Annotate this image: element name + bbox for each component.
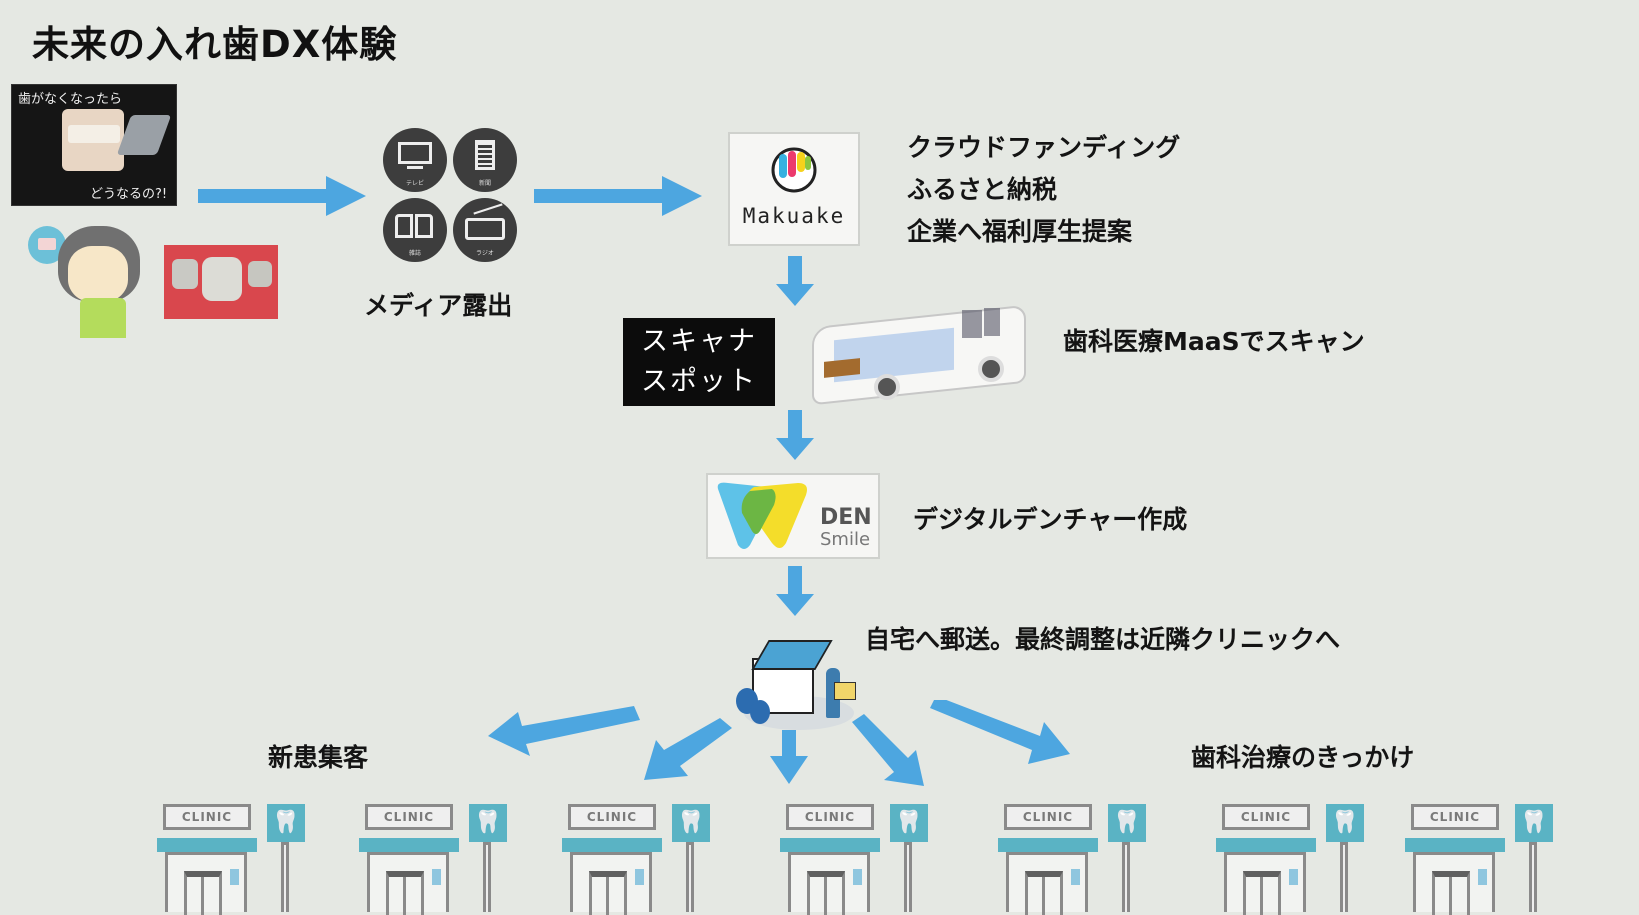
magazine-icon: 雑誌 (383, 198, 447, 262)
page-title: 未来の入れ歯DX体験 (32, 23, 398, 66)
media-exposure-label: メディア露出 (364, 291, 513, 320)
tooth-icon: 🦷 (1108, 804, 1146, 842)
tooth-icon: 🦷 (469, 804, 507, 842)
newspaper-icon: 新聞 (453, 128, 517, 192)
tooth-icon: 🦷 (1326, 804, 1364, 842)
woman-face (68, 246, 128, 302)
package-icon (834, 682, 856, 700)
tv-icon: テレビ (383, 128, 447, 192)
clinic-building: CLINIC 🦷 (1405, 804, 1565, 915)
tooth-icon: 🦷 (890, 804, 928, 842)
clinic-sign: CLINIC (1222, 804, 1310, 830)
den-smile-text-den: DEN (820, 505, 872, 530)
photo-caption-bottom: どうなるの?! (90, 187, 168, 202)
arrow-right-to-funding (534, 176, 702, 216)
makuake-mark-icon (771, 147, 817, 193)
den-smile-text-smile: Smile (820, 529, 871, 550)
woman-body (80, 298, 126, 338)
scanner-spot-box: スキャナ スポット (623, 318, 775, 406)
clinic-sign: CLINIC (786, 804, 874, 830)
arrow-right-to-media (198, 176, 366, 216)
clinic-building: CLINIC 🦷 (359, 804, 519, 915)
dental-maas-scan-label: 歯科医療MaaSでスキャン (1063, 327, 1365, 356)
clinic-building: CLINIC 🦷 (562, 804, 722, 915)
arrow-down-to-home (776, 566, 814, 616)
arrow-far-left (488, 706, 640, 756)
clinic-door (386, 871, 424, 915)
distribution-arrows (488, 700, 1070, 786)
den-smile-logo: DEN Smile (706, 473, 880, 559)
clinic-sign: CLINIC (1411, 804, 1499, 830)
arrow-down-to-denture (776, 410, 814, 460)
dental-treatment-trigger-label: 歯科治療のきっかけ (1191, 743, 1415, 772)
new-patient-acquisition-label: 新患集客 (268, 743, 369, 772)
home-delivery-illustration (734, 636, 868, 732)
clinic-sign: CLINIC (568, 804, 656, 830)
den-smile-mark-icon (717, 482, 807, 549)
jaw-hinge-shape (116, 115, 172, 155)
delivery-label: 自宅へ郵送。最終調整は近隣クリニックへ (865, 625, 1341, 654)
clinic-building: CLINIC 🦷 (157, 804, 317, 915)
dental-bus-illustration (812, 300, 1034, 412)
worried-woman-illustration (26, 224, 156, 339)
radio-icon: ラジオ (453, 198, 517, 262)
funding-line-hometown-tax: ふるさと納税 (907, 175, 1058, 204)
arrow-down-to-scan (776, 256, 814, 306)
arrow-center (770, 730, 808, 784)
clinic-building: CLINIC 🦷 (1216, 804, 1376, 915)
clinic-door (807, 871, 845, 915)
arrow-right (852, 714, 924, 786)
clinic-sign: CLINIC (1004, 804, 1092, 830)
courier-icon (826, 668, 840, 718)
clinic-sign: CLINIC (365, 804, 453, 830)
funding-line-corporate-benefits: 企業へ福利厚生提案 (907, 217, 1133, 246)
scanner-spot-line-1: スキャナ (641, 326, 757, 357)
digital-denture-label: デジタルデンチャー作成 (913, 505, 1188, 534)
clinic-door (184, 871, 222, 915)
funding-line-crowdfunding: クラウドファンディング (907, 133, 1181, 162)
clinic-door (1243, 871, 1281, 915)
media-icons-group: テレビ 新聞 雑誌 ラジオ (383, 128, 523, 268)
photo-caption-top: 歯がなくなったら (18, 92, 123, 107)
makuake-logo: Makuake (728, 132, 860, 246)
clinic-building: CLINIC 🦷 (998, 804, 1158, 915)
clinic-building: CLINIC 🦷 (780, 804, 940, 915)
tooth-icon: 🦷 (267, 804, 305, 842)
denture-model-photo: 歯がなくなったら どうなるの?! (11, 84, 177, 206)
tooth-icon: 🦷 (1515, 804, 1553, 842)
arrow-far-right (930, 700, 1070, 764)
damaged-teeth-photo (164, 245, 278, 319)
denture-teeth-shape (68, 125, 120, 143)
clinic-sign: CLINIC (163, 804, 251, 830)
clinic-door (1025, 871, 1063, 915)
tooth-icon: 🦷 (672, 804, 710, 842)
clinic-door (589, 871, 627, 915)
makuake-logo-text: Makuake (742, 204, 846, 228)
clinic-door (1432, 871, 1470, 915)
scanner-spot-line-2: スポット (641, 366, 757, 397)
arrow-left (644, 718, 732, 780)
